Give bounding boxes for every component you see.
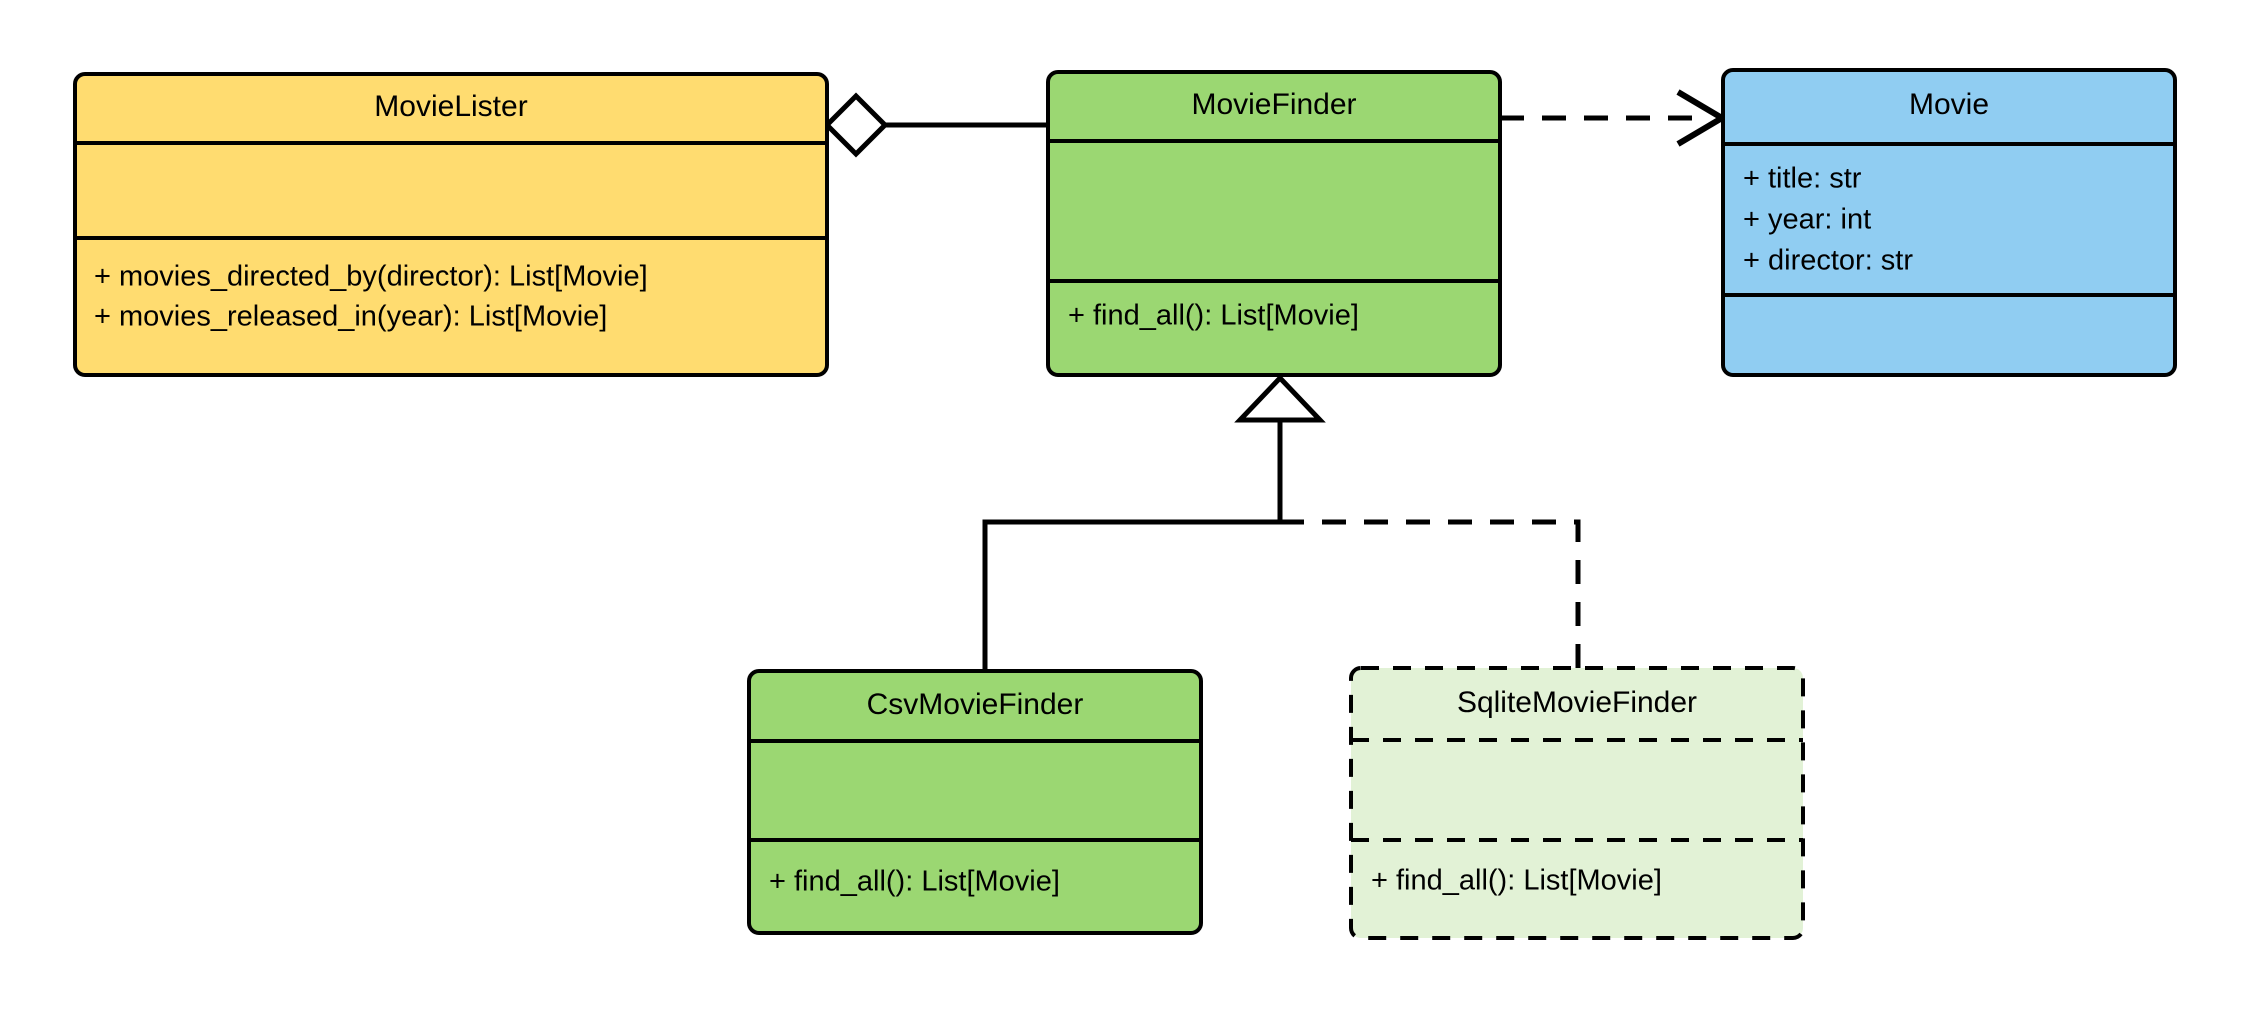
relationship-aggregation-lister-finder[interactable] (823, 92, 1048, 158)
movie-finder-operation-0: + find_all(): List[Movie] (1068, 300, 1359, 332)
class-box-movie-lister[interactable]: MovieLister + movies_directed_by(directo… (73, 72, 829, 377)
relationship-dependency-finder-movie[interactable] (1500, 89, 1728, 147)
class-box-csv-movie-finder[interactable]: CsvMovieFinder + find_all(): List[Movie] (747, 669, 1203, 935)
relationship-generalization-trunk (1234, 374, 1326, 522)
movie-title: Movie (1909, 88, 1989, 121)
movie-lister-operation-1: + movies_released_in(year): List[Movie] (94, 301, 607, 333)
class-box-sqlite-movie-finder[interactable]: SqliteMovieFinder + find_all(): List[Mov… (1349, 666, 1805, 940)
class-box-movie-finder[interactable]: MovieFinder + find_all(): List[Movie] (1046, 70, 1502, 377)
movie-lister-title: MovieLister (374, 90, 527, 123)
generalization-sqlite-line (1280, 519, 1581, 668)
relationship-layer (823, 89, 1728, 671)
movie-lister-operation-0: + movies_directed_by(director): List[Mov… (94, 261, 648, 293)
sqlite-movie-finder-frame (1349, 666, 1805, 940)
relationship-generalization-csv-finder[interactable] (982, 519, 1280, 671)
movie-finder-title: MovieFinder (1191, 88, 1356, 121)
generalization-csv-line (982, 519, 1280, 671)
movie-frame (1721, 68, 2177, 377)
movie-attribute-2: + director: str (1743, 245, 1913, 277)
movie-lister-frame (73, 72, 829, 377)
class-box-movie[interactable]: Movie + title: str + year: int + directo… (1721, 68, 2177, 377)
movie-finder-frame (1046, 70, 1502, 377)
hollow-diamond-marker (823, 92, 889, 158)
csv-movie-finder-operation-0: + find_all(): List[Movie] (769, 866, 1060, 898)
sqlite-movie-finder-title: SqliteMovieFinder (1457, 686, 1697, 719)
hollow-triangle-marker (1234, 374, 1326, 423)
relationship-generalization-sqlite-finder[interactable] (1280, 519, 1581, 668)
movie-attribute-0: + title: str (1743, 163, 1862, 195)
csv-movie-finder-frame (747, 669, 1203, 935)
sqlite-movie-finder-operation-0: + find_all(): List[Movie] (1371, 865, 1662, 897)
movie-attribute-1: + year: int (1743, 204, 1871, 236)
csv-movie-finder-title: CsvMovieFinder (867, 688, 1084, 721)
